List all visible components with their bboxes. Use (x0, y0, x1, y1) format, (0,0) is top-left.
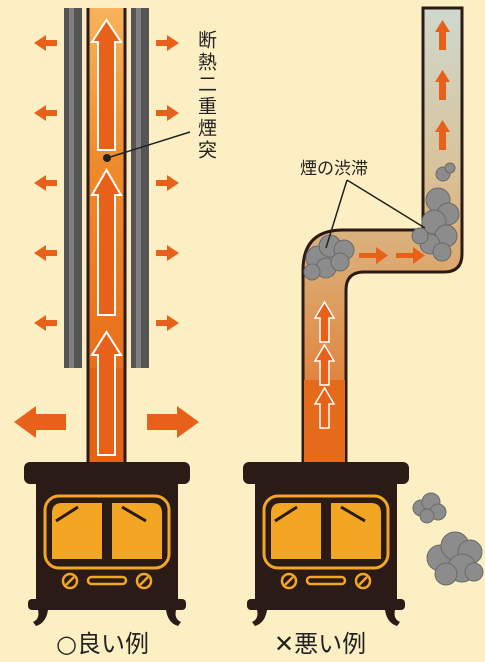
flow-arrows-bad (313, 20, 450, 429)
flow-arrows-good (90, 18, 123, 456)
arrow-icon (359, 247, 388, 264)
smoke-stagnation-label: 煙の渋滞 (300, 159, 368, 179)
arrow-icon (396, 247, 425, 264)
smoke-cloud-icon (303, 234, 355, 281)
arrow-icon (156, 175, 179, 191)
arrow-icon (313, 300, 336, 343)
smoke-cloud-icon (435, 162, 456, 182)
arrow-icon (34, 315, 57, 331)
arrow-icon (156, 105, 179, 121)
insulated-label-leader (103, 131, 191, 162)
arrow-icon (14, 406, 66, 438)
arrow-icon (34, 175, 57, 191)
arrow-icon (435, 20, 450, 50)
good-stove (22, 460, 192, 628)
smoke-cloud-icon (426, 531, 484, 586)
arrow-icon (156, 35, 179, 51)
bad-example-caption: ✕悪い例 (274, 630, 367, 658)
arrow-icon (435, 70, 450, 100)
smoke-cloud-icon (411, 187, 460, 262)
arrow-icon (435, 120, 450, 150)
arrow-icon (34, 105, 57, 121)
smoke-label-leaders (325, 179, 426, 249)
heat-loss-arrows (14, 35, 199, 438)
arrow-icon (156, 315, 179, 331)
smoke-cloud-icon (412, 492, 447, 524)
good-example-caption: ○良い例 (56, 630, 149, 658)
arrow-icon (147, 406, 199, 438)
insulation-left (82, 8, 88, 368)
arrow-icon (313, 386, 336, 429)
insulation-right (125, 8, 131, 368)
arrow-icon (156, 245, 179, 261)
bad-flue (301, 6, 464, 465)
arrow-icon (34, 35, 57, 51)
arrow-icon (90, 18, 123, 151)
arrow-icon (313, 343, 336, 386)
bad-stove (241, 460, 411, 628)
insulated-chimney-label: 断熱二重煙突 (195, 30, 217, 162)
arrow-icon (90, 330, 123, 456)
arrow-icon (34, 245, 57, 261)
arrow-icon (90, 168, 123, 316)
